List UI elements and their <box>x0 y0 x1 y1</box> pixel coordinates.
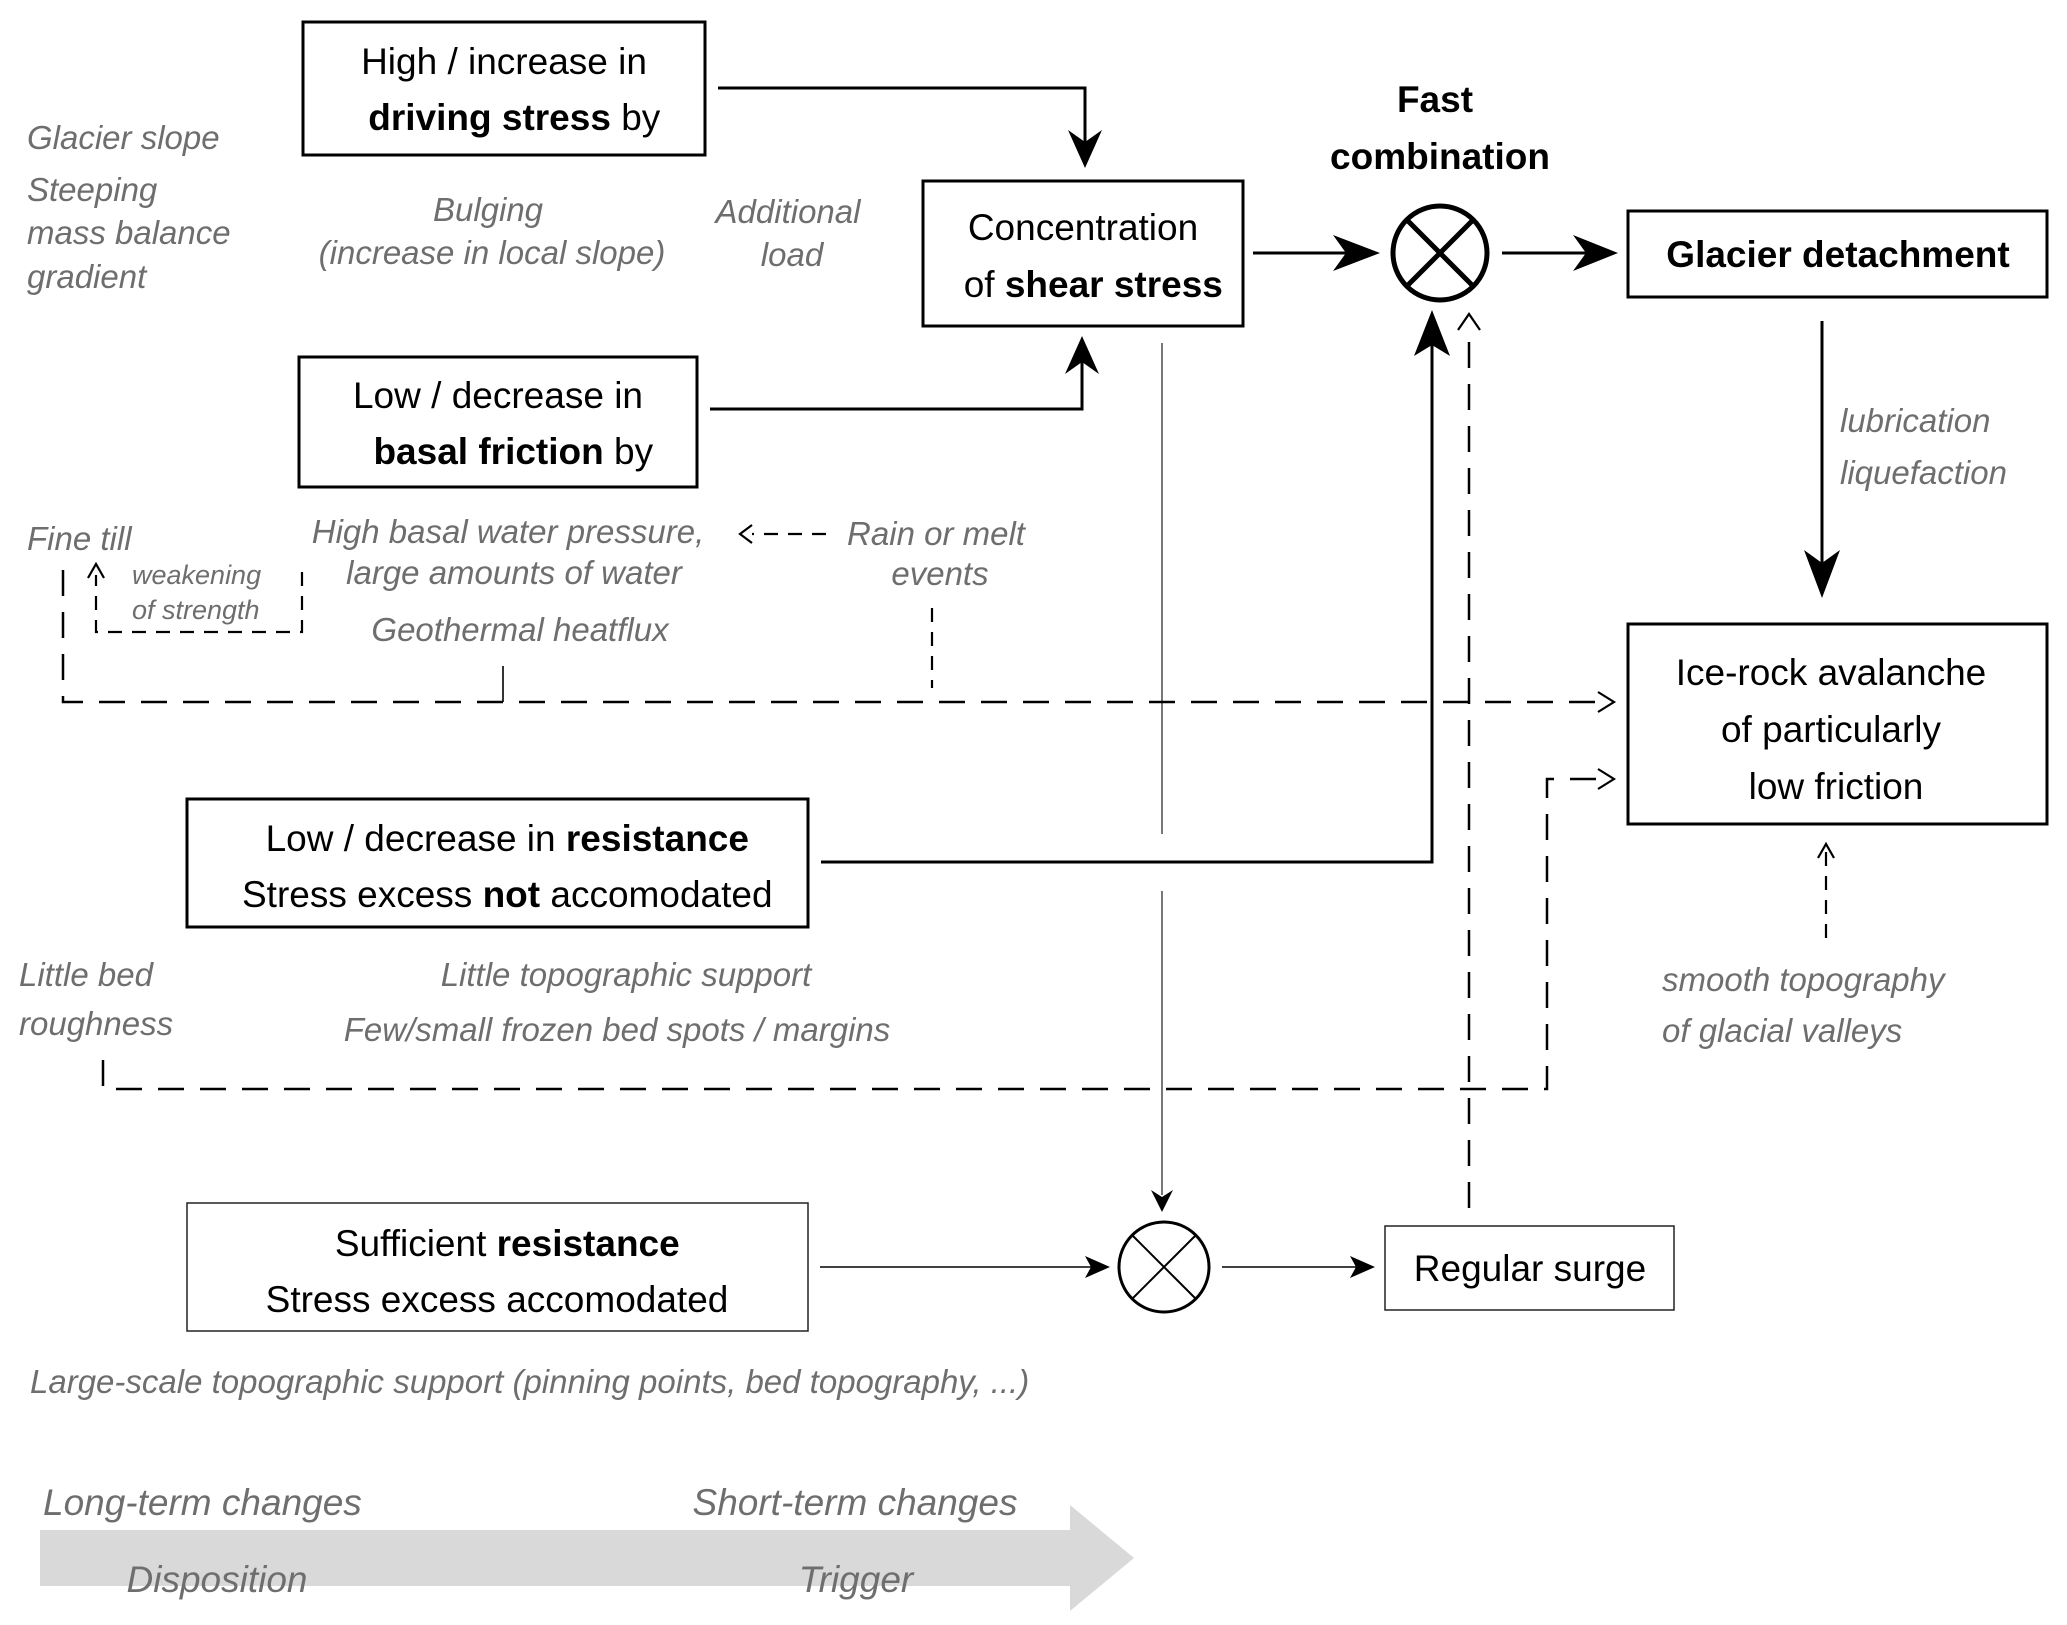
surge-to-fast-dashed-arrow <box>1457 312 1481 1208</box>
glacier-detachment-label: Glacier detachment <box>1666 234 2009 275</box>
basal-friction-line1: Low / decrease in <box>353 375 643 416</box>
note-additional-1: Additional <box>714 193 863 230</box>
note-bed-roughness-2: roughness <box>19 1005 173 1042</box>
shear-stress-pre: of <box>964 264 1005 305</box>
sufficient-pre: Sufficient <box>335 1223 497 1264</box>
note-rain-1: Rain or melt <box>847 515 1027 552</box>
bed-roughness-to-avalanche-dashed-arrow <box>101 768 1617 1091</box>
note-steeping-2: mass balance <box>27 214 231 251</box>
fast-combination: Fast combination <box>1330 79 1550 303</box>
timeline-short-term: Short-term changes <box>693 1482 1018 1523</box>
note-smooth-topo-2: of glacial valleys <box>1662 1012 1902 1049</box>
svg-text:Sufficient resistance: Sufficient resistance <box>263 1223 731 1264</box>
low-resistance-bold: resistance <box>566 818 749 859</box>
shear-stress-bold: shear stress <box>1005 264 1223 305</box>
svg-text:Low / decrease in resistance: Low / decrease in resistance <box>194 818 801 859</box>
shear-stress-line1: Concentration <box>968 207 1198 248</box>
note-weakening-1: weakening <box>132 560 261 590</box>
note-lubrication: lubrication <box>1840 402 1990 439</box>
not-accomodated-bold: not <box>483 874 541 915</box>
regular-surge-label: Regular surge <box>1414 1248 1646 1289</box>
regular-surge-box: Regular surge <box>1384 1225 1675 1311</box>
not-accomodated-rest: accomodated <box>540 874 772 915</box>
note-rain-2: events <box>891 555 988 592</box>
note-water-2: large amounts of water <box>346 554 684 591</box>
note-smooth-topo-1: smooth topography <box>1662 961 1947 998</box>
shear-to-fast-arrow <box>1253 235 1380 271</box>
driving-stress-rest: by <box>611 97 661 138</box>
svg-text:Stress excess not accomodated: Stress excess not accomodated <box>170 874 824 915</box>
note-geothermal: Geothermal heatflux <box>371 611 670 648</box>
timeline-disposition: Disposition <box>127 1559 308 1600</box>
detachment-to-avalanche-arrow <box>1804 321 1840 598</box>
driving-to-shear-arrow <box>718 86 1102 168</box>
avalanche-line2: of particularly <box>1721 709 1942 750</box>
timeline-long-term: Long-term changes <box>43 1482 362 1523</box>
accomodated-line: Stress excess accomodated <box>266 1279 729 1320</box>
note-steeping-1: Steeping <box>27 171 158 208</box>
low-resistance-box: Low / decrease in resistance Stress exce… <box>170 797 824 929</box>
sufficient-to-slow-arrow <box>820 1256 1110 1278</box>
basal-friction-bold: basal friction <box>373 431 603 472</box>
resistance-to-fast-arrow <box>821 310 1450 864</box>
sufficient-bold: resistance <box>497 1223 680 1264</box>
fast-to-detachment-arrow <box>1502 235 1618 271</box>
water-to-fine-till-dashed-arrow <box>87 561 304 634</box>
note-bulging-1: Bulging <box>433 191 544 228</box>
note-frozen-spots: Few/small frozen bed spots / margins <box>344 1011 891 1048</box>
note-liquefaction: liquefaction <box>1840 454 2007 491</box>
disposition-to-avalanche-dashed-arrow <box>61 570 1617 713</box>
slow-combination-circled-x-icon <box>1117 1220 1211 1314</box>
glacier-detachment-box: Glacier detachment <box>1626 209 2049 299</box>
avalanche-line1: Ice-rock avalanche <box>1676 652 1987 693</box>
fast-combination-title-1: Fast <box>1397 79 1473 120</box>
ice-rock-avalanche-box: Ice-rock avalanche of particularly low f… <box>1626 622 2049 826</box>
not-accomodated-pre: Stress excess <box>242 874 483 915</box>
basal-friction-rest: by <box>604 431 654 472</box>
note-steeping-3: gradient <box>27 258 148 295</box>
note-glacier-slope: Glacier slope <box>27 119 220 156</box>
sufficient-resistance-box: Sufficient resistance Stress excess acco… <box>186 1202 809 1332</box>
smooth-topo-to-avalanche-dashed-arrow <box>1817 841 1835 938</box>
friction-to-shear-arrow <box>710 336 1099 411</box>
low-resistance-pre: Low / decrease in <box>266 818 566 859</box>
avalanche-line3: low friction <box>1749 766 1924 807</box>
shear-to-slow-line <box>1151 343 1173 1212</box>
driving-stress-line1: High / increase in <box>361 41 647 82</box>
svg-text:driving stress by: driving stress by <box>296 97 711 138</box>
note-bulging-2: (increase in local slope) <box>319 234 666 271</box>
note-large-scale-support: Large-scale topographic support (pinning… <box>30 1363 1029 1400</box>
note-topo-support: Little topographic support <box>441 956 813 993</box>
timeline-arrow <box>40 1505 1134 1611</box>
fast-combination-circled-x-icon <box>1390 203 1490 303</box>
svg-text:of shear stress: of shear stress <box>892 264 1275 305</box>
timeline-trigger: Trigger <box>799 1559 915 1600</box>
note-bed-roughness-1: Little bed <box>19 956 155 993</box>
driving-stress-bold: driving stress <box>368 97 611 138</box>
rain-to-water-dashed-arrow <box>738 524 826 544</box>
slow-to-surge-arrow <box>1222 1256 1375 1278</box>
driving-stress-box: High / increase in driving stress by <box>296 20 711 157</box>
note-fine-till: Fine till <box>27 520 133 557</box>
note-water-1: High basal water pressure, <box>312 513 705 550</box>
shear-stress-box: Concentration of shear stress <box>892 179 1275 328</box>
note-weakening-2: of strength <box>132 595 260 625</box>
svg-text:basal friction by: basal friction by <box>301 431 704 472</box>
note-additional-2: load <box>761 236 825 273</box>
fast-combination-title-2: combination <box>1330 136 1550 177</box>
basal-friction-box: Low / decrease in basal friction by <box>297 355 704 489</box>
